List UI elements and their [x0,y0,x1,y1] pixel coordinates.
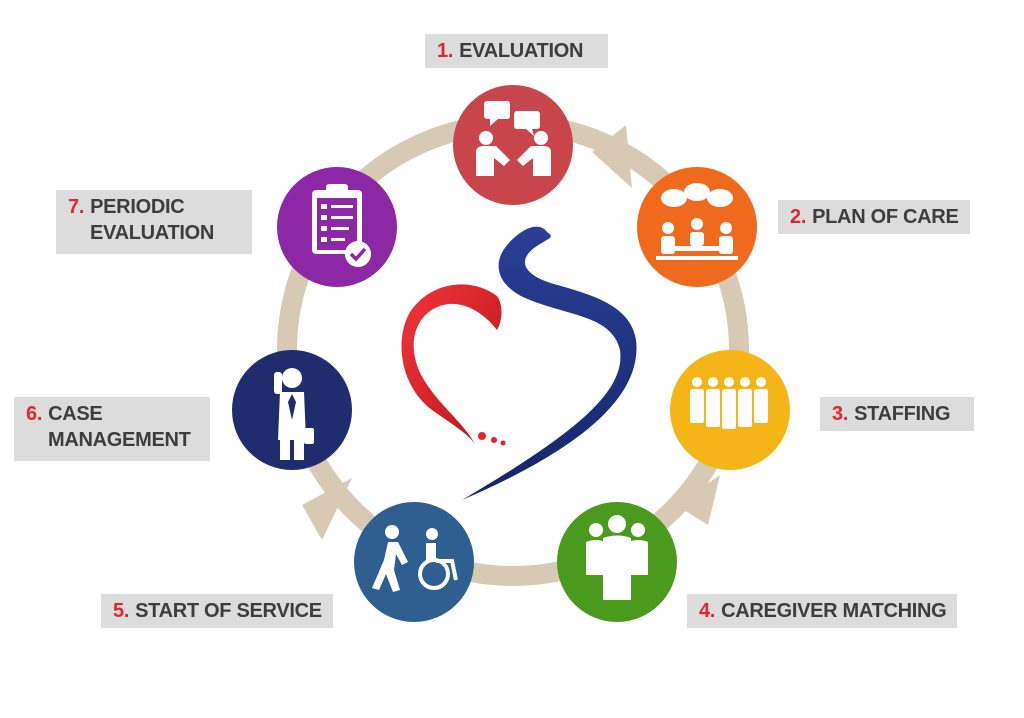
step-text-6-line1: CASE [48,403,103,425]
businessman-phone-icon [274,368,314,460]
step-number-3: 3. [832,403,849,425]
step-number-5: 5. [113,600,130,622]
step-text-5: START OF SERVICE [135,600,322,622]
arrow-head-2 [676,475,720,525]
step-label-1: 1.EVALUATION [425,34,608,68]
step-label-3: 3.STAFFING [820,397,974,431]
step-text-3: STAFFING [854,403,951,425]
conference-table-icon [656,183,738,260]
step-number-7: 7. [68,196,85,218]
step-text-7-line2: EVALUATION [90,222,215,244]
step-text-2: PLAN OF CARE [812,206,959,228]
meeting-handshake-icon [476,101,551,176]
group-of-people-icon [690,377,768,429]
step-number-6: 6. [26,403,43,425]
step-number-2: 2. [790,206,807,228]
arrow-head-1 [592,125,632,188]
step-text-7-line1: PERIODIC [90,196,185,218]
step-circle-5 [354,502,474,622]
step-label-5: 5.START OF SERVICE [101,594,333,628]
step-text-4: CAREGIVER MATCHING [721,600,947,622]
step-label-7: 7.PERIODIC EVALUATION [56,190,252,254]
step-text-6-line2: MANAGEMENT [48,429,191,451]
step-label-6: 6.CASE MANAGEMENT [14,397,210,461]
step-number-1: 1. [437,40,454,62]
heart-logo [401,226,637,500]
step-number-4: 4. [699,600,716,622]
step-label-4: 4.CAREGIVER MATCHING [687,594,957,628]
wheelchair-assist-icon [372,525,458,592]
arrow-head-3 [302,478,352,540]
step-text-1: EVALUATION [459,40,584,62]
step-circle-1 [453,85,573,205]
team-icon [586,515,648,600]
clipboard-check-icon [312,184,371,267]
step-label-2: 2.PLAN OF CARE [778,200,970,234]
